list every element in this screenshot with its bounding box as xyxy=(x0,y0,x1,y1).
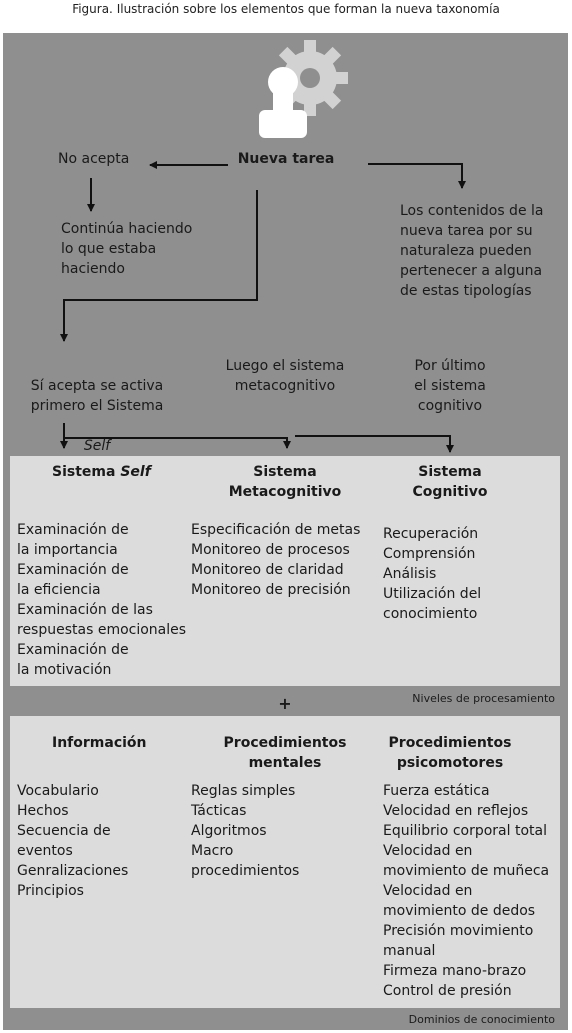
sistema-self-title-a: Sistema xyxy=(52,464,121,480)
procedimientos-psicomotores-title: Procedimientos psicomotores xyxy=(388,735,512,771)
sistema-metacognitivo-title: Sistema Metacognitivo xyxy=(228,464,342,500)
sistema-metacognitivo-items: Especificación de metas Monitoreo de pro… xyxy=(191,522,361,598)
niveles-label: Niveles de procesamiento xyxy=(412,692,555,705)
person-gear-icon xyxy=(259,40,348,138)
si-acepta-text: Sí acepta se activa primero el Sistema xyxy=(30,378,164,414)
procedimientos-mentales-title: Procedimientos mentales xyxy=(223,735,347,771)
sistema-self-title-b: Self xyxy=(120,464,151,480)
person-icon xyxy=(259,67,307,138)
contenidos-label: Los contenidos de la nueva tarea por su … xyxy=(400,203,544,299)
continua-label: Continúa haciendo lo que estaba haciendo xyxy=(61,221,193,277)
por-ultimo-label: Por último el sistema cognitivo xyxy=(414,358,486,414)
plus-sign: + xyxy=(278,694,292,713)
informacion-items: Vocabulario Hechos Secuencia de eventos … xyxy=(17,783,129,899)
niveles-panel xyxy=(10,456,560,686)
procedimientos-mentales-items: Reglas simples Tácticas Algoritmos Macro… xyxy=(191,783,300,879)
sistema-cognitivo-title: Sistema Cognitivo xyxy=(412,464,488,500)
luego-label: Luego el sistema metacognitivo xyxy=(225,358,345,394)
informacion-title: Información xyxy=(52,735,147,751)
procedimientos-psicomotores-items: Fuerza estática Velocidad en reflejos Eq… xyxy=(383,783,550,999)
figure-caption: Figura. Ilustración sobre los elementos … xyxy=(72,2,500,16)
si-acepta-label: Sí acepta se activa primero el Sistema S… xyxy=(12,356,182,456)
dominios-label: Dominios de conocimiento xyxy=(408,1013,555,1026)
nueva-tarea-label: Nueva tarea xyxy=(237,151,335,167)
dominios-panel xyxy=(10,716,560,1008)
si-acepta-self: Self xyxy=(83,438,111,454)
sistema-self-items: Examinación de la importancia Examinació… xyxy=(17,522,187,678)
no-acepta-label: No acepta xyxy=(58,151,130,167)
sistema-self-title: Sistema Self xyxy=(52,462,202,482)
sistema-cognitivo-items: Recuperación Comprensión Análisis Utiliz… xyxy=(383,526,482,622)
